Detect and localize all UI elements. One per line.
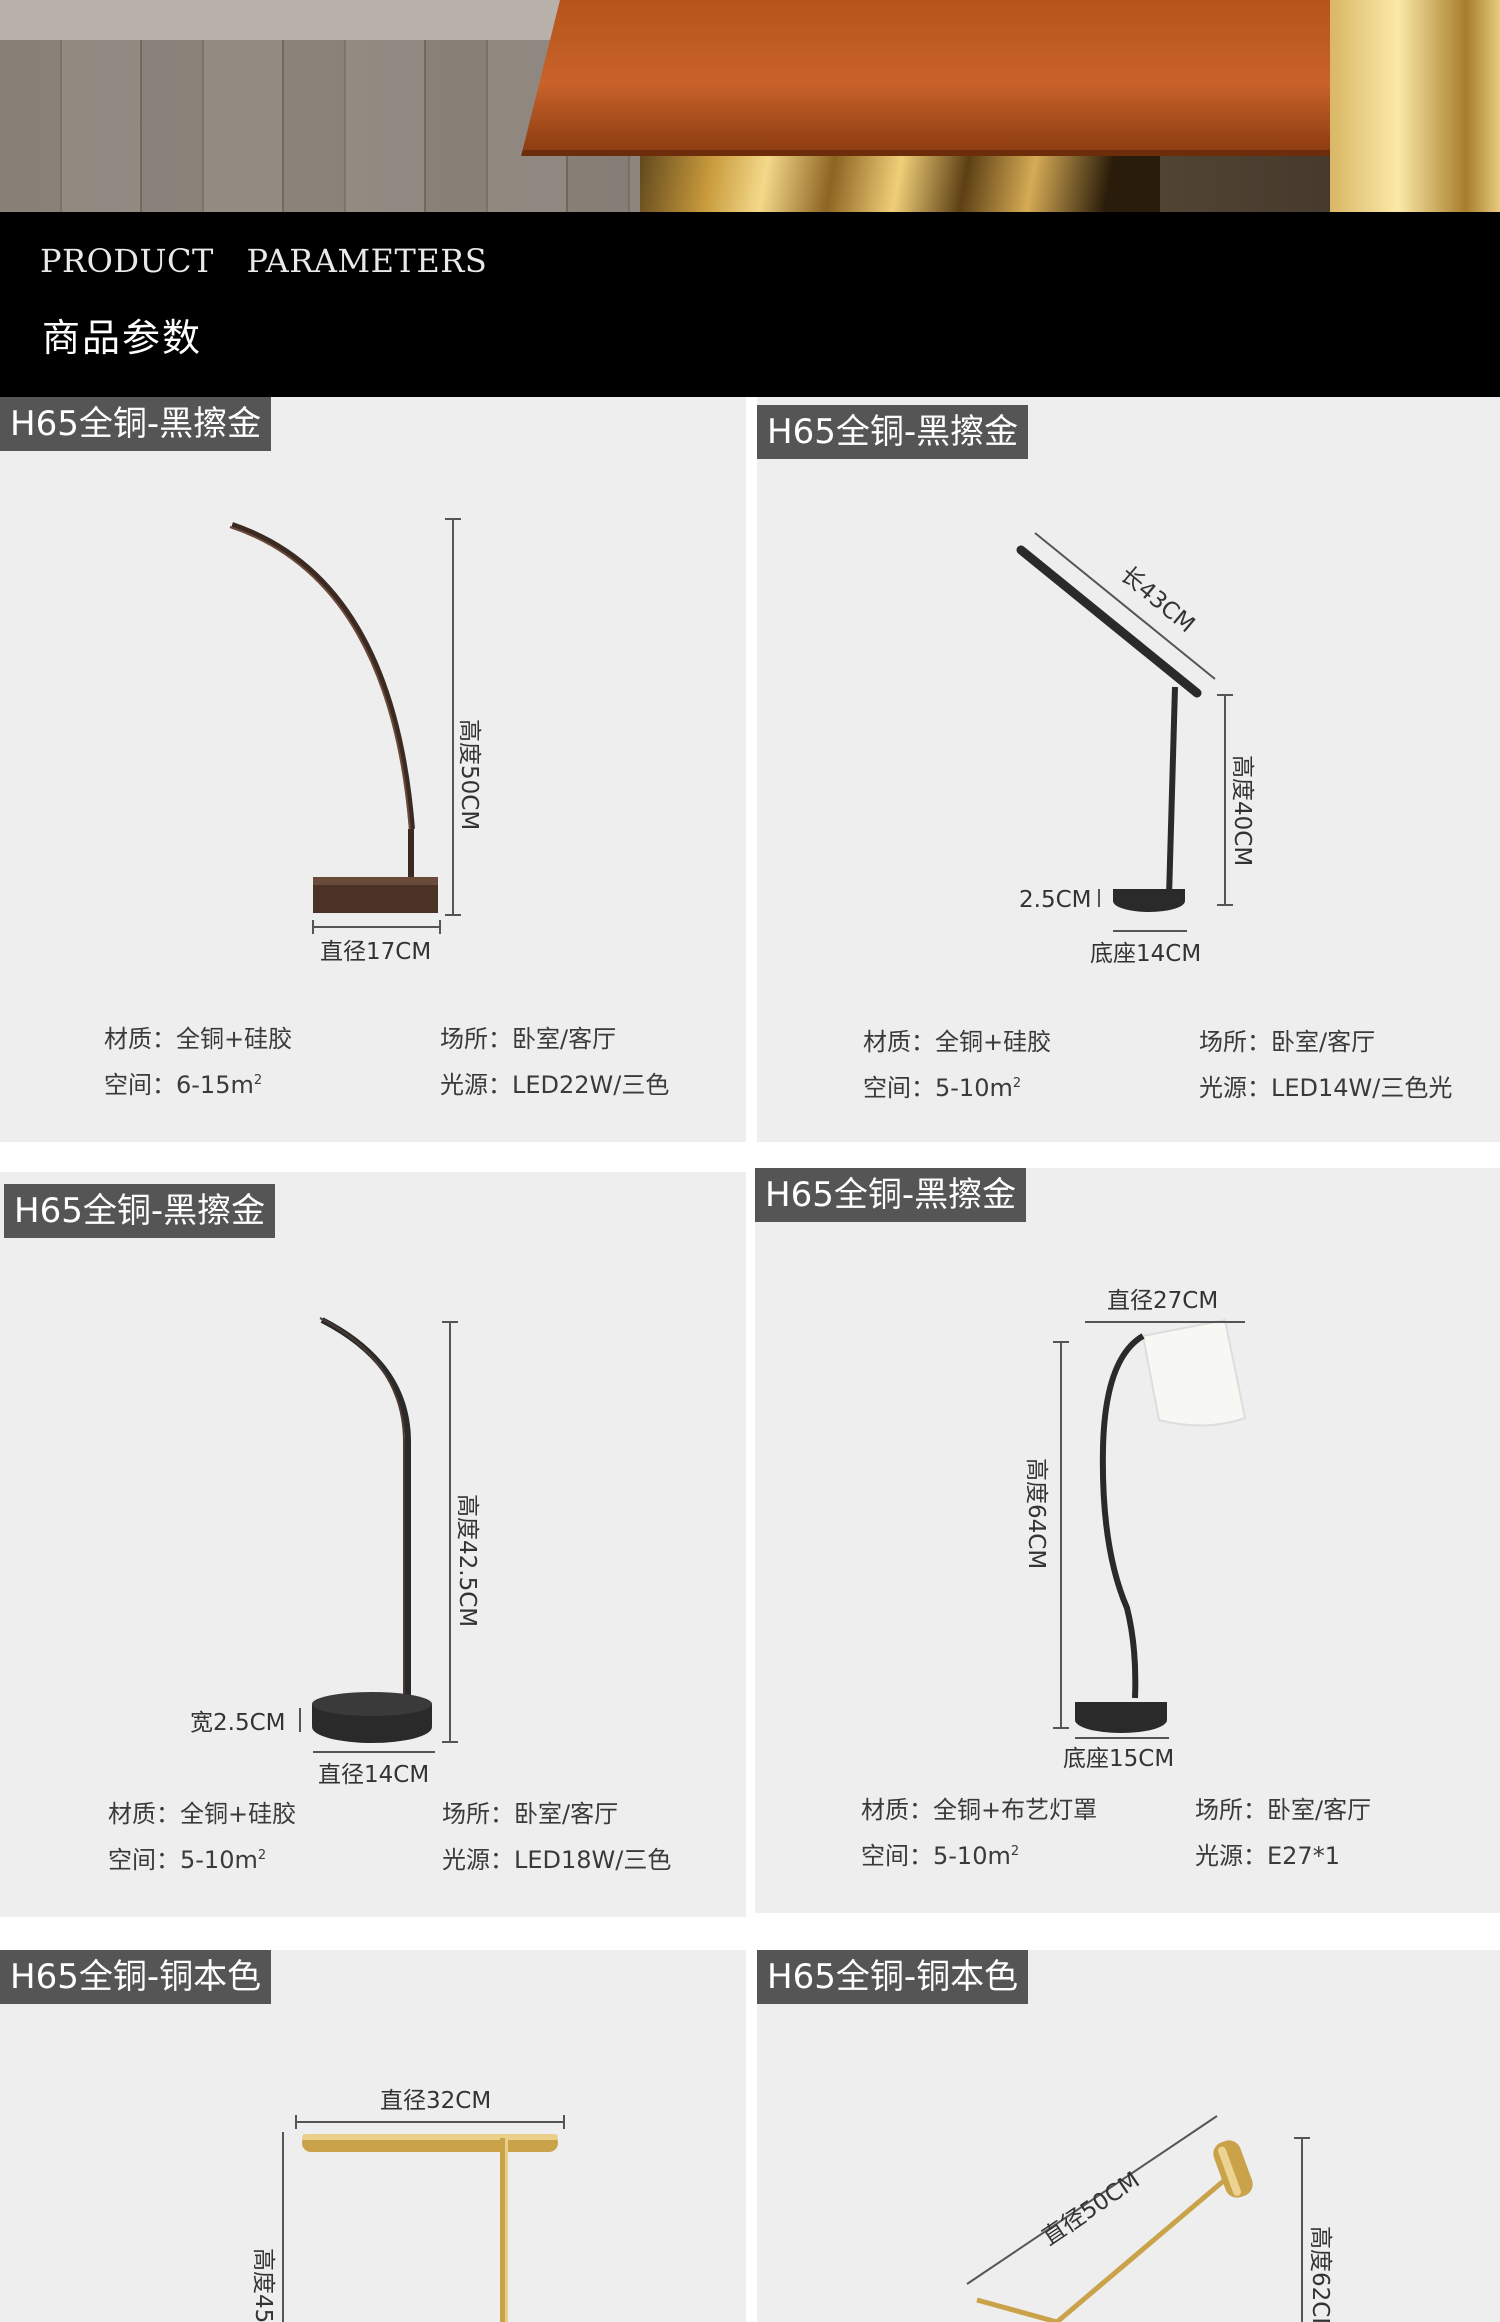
spec-material: 材质：全铜+硅胶 bbox=[104, 1025, 293, 1053]
product-tag: H65全铜-铜本色 bbox=[757, 1950, 1029, 2004]
dim-height: 高度40CM bbox=[1229, 755, 1255, 866]
dim-length: 长43CM bbox=[1115, 562, 1199, 639]
spec-space: 空间：6-15m2 bbox=[104, 1071, 263, 1099]
dim-base: 直径17CM bbox=[320, 939, 431, 965]
parameters-title-cn: 商品参数 bbox=[42, 316, 203, 360]
dim-shade: 直径27CM bbox=[1107, 1288, 1218, 1314]
lamp-diagram: 直径50CM 高度62CM bbox=[966, 2115, 1333, 2322]
dim-base: 底座14CM bbox=[1090, 941, 1201, 967]
dim-height: 高度62CM bbox=[1307, 2226, 1333, 2322]
lamp-diagram: 高度50CM 直径17CM bbox=[229, 518, 482, 965]
dim-height: 高度64CM bbox=[1023, 1458, 1049, 1569]
dim-thick: 宽2.5CM bbox=[190, 1710, 285, 1736]
dim-height: 高度50CM bbox=[456, 719, 482, 830]
spec-material: 材质：全铜+布艺灯罩 bbox=[861, 1796, 1098, 1824]
product-card-3: H65全铜-黑擦金 高度42.5CM 宽2.5CM 直径14CM 材质：全铜+硅… bbox=[0, 1172, 746, 1917]
lamp-diagram: 长43CM 高度40CM 2.5CM 底座14CM bbox=[1016, 532, 1255, 967]
spec-space: 空间：5-10m2 bbox=[108, 1846, 267, 1874]
spec-space: 空间：5-10m2 bbox=[863, 1074, 1022, 1102]
spec-place: 场所：卧室/客厅 bbox=[1195, 1796, 1372, 1824]
product-tag: H65全铜-黑擦金 bbox=[4, 1184, 276, 1238]
dim-height: 高度45 bbox=[250, 2248, 276, 2322]
product-card-5: H65全铜-铜本色 直径32CM 高度45 bbox=[0, 1950, 746, 2322]
spec-place: 场所：卧室/客厅 bbox=[440, 1025, 617, 1053]
hero-photo bbox=[0, 0, 1500, 212]
spec-light: 光源：LED22W/三色 bbox=[440, 1071, 670, 1099]
gold-frame bbox=[1330, 0, 1500, 212]
dim-width: 直径32CM bbox=[380, 2088, 491, 2114]
spec-light: 光源：LED18W/三色 bbox=[442, 1846, 672, 1874]
product-tag: H65全铜-黑擦金 bbox=[755, 1168, 1027, 1222]
parameters-title-en: PRODUCT PARAMETERS bbox=[40, 242, 488, 280]
spec-light: 光源：LED14W/三色光 bbox=[1199, 1074, 1453, 1102]
lamp-diagram: 直径32CM 高度45 bbox=[250, 2088, 565, 2322]
dim-arm: 直径50CM bbox=[1038, 2167, 1145, 2251]
spec-place: 场所：卧室/客厅 bbox=[442, 1800, 619, 1828]
product-card-4: H65全铜-黑擦金 直径27CM 高度64CM 底座15CM 材质：全铜+布艺灯… bbox=[755, 1168, 1500, 1913]
spec-light: 光源：E27*1 bbox=[1195, 1842, 1340, 1870]
parameters-header bbox=[0, 212, 1500, 397]
product-card-2: H65全铜-黑擦金 长43CM 高度40CM 2.5CM 底座14CM 材质：全… bbox=[757, 397, 1500, 1142]
product-tag: H65全铜-黑擦金 bbox=[0, 397, 272, 451]
spec-material: 材质：全铜+硅胶 bbox=[863, 1028, 1052, 1056]
lamp-diagram: 直径27CM 高度64CM 底座15CM bbox=[1023, 1288, 1247, 1772]
spec-place: 场所：卧室/客厅 bbox=[1199, 1028, 1376, 1056]
product-card-6: H65全铜-铜本色 直径50CM 高度62CM bbox=[757, 1950, 1500, 2322]
dim-base: 直径14CM bbox=[318, 1762, 429, 1788]
spec-material: 材质：全铜+硅胶 bbox=[108, 1800, 297, 1828]
product-tag: H65全铜-黑擦金 bbox=[757, 405, 1029, 459]
spec-space: 空间：5-10m2 bbox=[861, 1842, 1020, 1870]
lamp-diagram: 高度42.5CM 宽2.5CM 直径14CM bbox=[190, 1317, 480, 1788]
dim-thick: 2.5CM bbox=[1019, 887, 1091, 913]
wall bbox=[0, 0, 640, 40]
product-tag: H65全铜-铜本色 bbox=[0, 1950, 272, 2004]
dim-height: 高度42.5CM bbox=[454, 1494, 480, 1627]
dim-base: 底座15CM bbox=[1063, 1746, 1174, 1772]
product-card-1: H65全铜-黑擦金 高度50CM 直径17CM 材质：全铜+硅胶 场所：卧室/客… bbox=[0, 397, 746, 1142]
